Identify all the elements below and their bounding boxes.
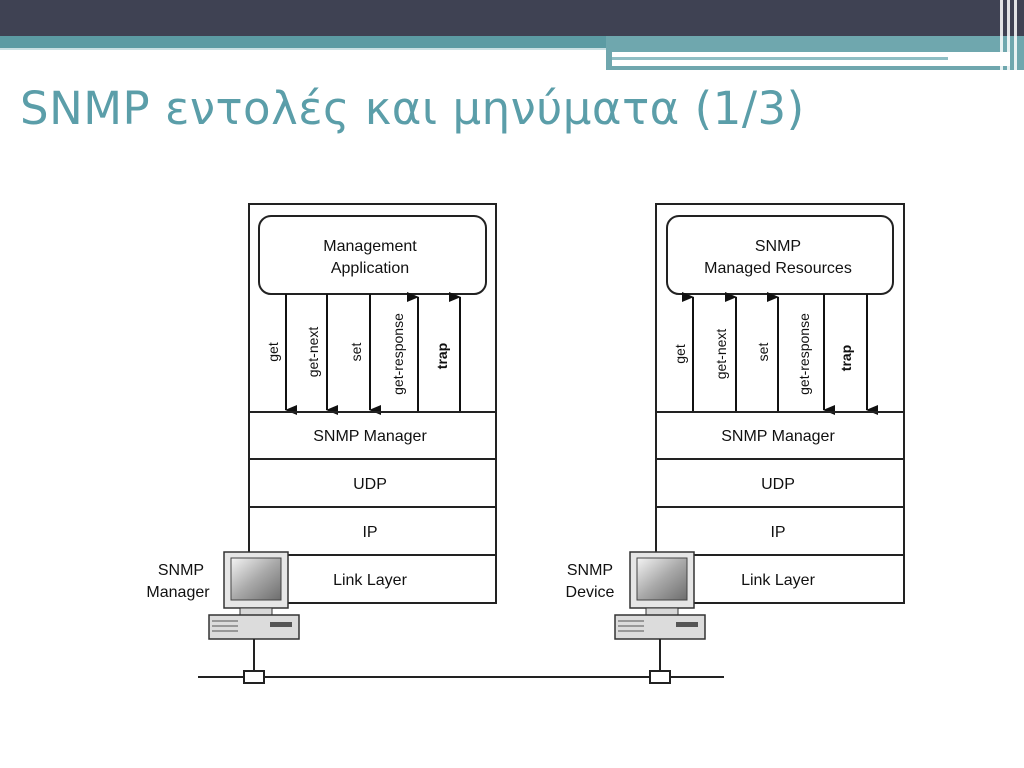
- device-layer-ip: IP: [770, 524, 785, 541]
- device-computer-icon: [614, 551, 706, 640]
- header-thin-line: [0, 48, 606, 50]
- device-station-line2: Device: [566, 584, 615, 601]
- manager-app-line1: Management: [323, 238, 417, 255]
- device-layer-udp: UDP: [761, 476, 795, 493]
- manager-stack: Management Application get get-next set …: [248, 203, 497, 604]
- manager-app-box: [258, 215, 487, 295]
- header-right-line: [612, 57, 948, 60]
- device-layer-link: Link Layer: [741, 572, 815, 589]
- label-get-response: get-response: [390, 313, 406, 395]
- header-stripes: [998, 0, 1024, 70]
- device-station-line1: SNMP: [567, 562, 613, 579]
- label-get-next: get-next: [305, 327, 321, 378]
- device-label-get: get: [672, 344, 688, 364]
- device-layer-snmp: SNMP Manager: [721, 428, 835, 445]
- device-app-line2: Managed Resources: [704, 260, 852, 277]
- label-trap: trap: [434, 343, 450, 369]
- manager-layer-udp: UDP: [353, 476, 387, 493]
- manager-computer-icon: [208, 551, 300, 640]
- manager-app-line2: Application: [331, 260, 409, 277]
- device-label-get-next: get-next: [713, 329, 729, 380]
- device-app-line1: SNMP: [755, 238, 801, 255]
- manager-layer-ip: IP: [362, 524, 377, 541]
- header-dark-bar: [0, 0, 1024, 36]
- manager-station-line2: Manager: [146, 584, 210, 601]
- manager-layer-snmp: SNMP Manager: [313, 428, 427, 445]
- device-label-set: set: [755, 343, 771, 362]
- network-bus: [198, 639, 724, 684]
- device-label-get-response: get-response: [796, 313, 812, 395]
- slide-title: SNMP εντολές και μηνύματα (1/3): [20, 82, 805, 135]
- manager-station-line1: SNMP: [158, 562, 204, 579]
- device-stack: SNMP Managed Resources get get-next set …: [655, 203, 905, 604]
- manager-layer-link: Link Layer: [333, 572, 407, 589]
- label-set: set: [348, 343, 364, 362]
- device-app-box: [666, 215, 894, 295]
- label-get: get: [265, 342, 281, 362]
- device-label-trap: trap: [838, 345, 854, 371]
